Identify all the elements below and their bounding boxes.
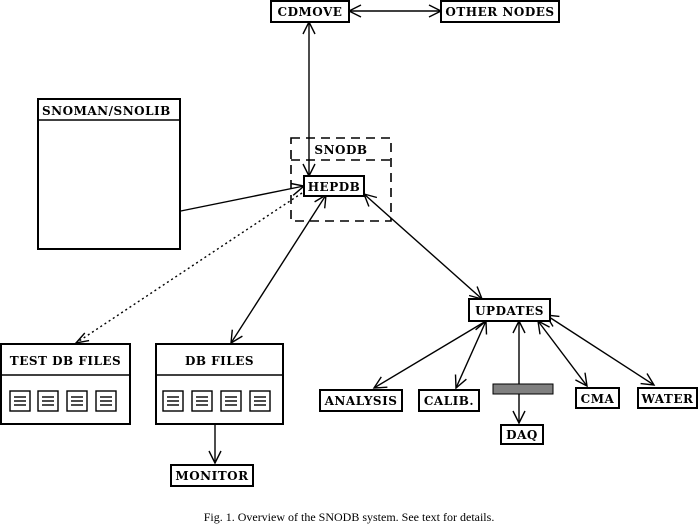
- node-hepdb: HEPDB: [303, 175, 365, 197]
- node-db-files: DB FILES: [155, 343, 284, 425]
- node-cdmove-label: CDMOVE: [278, 5, 343, 19]
- edge-updates-daq: [512, 319, 526, 425]
- node-db-files-label: DB FILES: [185, 354, 254, 368]
- edge-updates-calib: [454, 319, 488, 390]
- node-test-db-files-label: TEST DB FILES: [10, 354, 121, 368]
- edge-updates-water: [544, 314, 656, 386]
- node-cma-label: CMA: [581, 392, 615, 406]
- node-other-nodes-label: OTHER NODES: [445, 5, 554, 19]
- edge-updates-cma: [537, 319, 588, 388]
- node-analysis-label: ANALYSIS: [324, 394, 398, 408]
- node-daq-label: DAQ: [506, 428, 538, 442]
- file-icons: [9, 390, 117, 412]
- edge-cdmove-hepdb: [302, 20, 316, 178]
- node-snodb: SNODB: [290, 137, 392, 222]
- node-cma: CMA: [575, 387, 620, 409]
- file-icon: [162, 390, 184, 412]
- file-icon: [9, 390, 31, 412]
- edge-cdmove-othernodes: [347, 4, 443, 18]
- node-calib: CALIB.: [418, 389, 480, 412]
- node-other-nodes: OTHER NODES: [440, 0, 560, 23]
- node-updates-label: UPDATES: [475, 304, 544, 318]
- figure-caption: Fig. 1. Overview of the SNODB system. Se…: [204, 510, 495, 524]
- edge-hepdb-updates: [362, 192, 484, 301]
- file-icon: [95, 390, 117, 412]
- node-water-label: WATER: [641, 392, 694, 406]
- file-icon: [249, 390, 271, 412]
- node-cdmove: CDMOVE: [270, 0, 350, 23]
- edge-hepdb-snoman: [164, 182, 306, 218]
- node-snodb-label: SNODB: [314, 143, 367, 157]
- file-icon: [37, 390, 59, 412]
- edge-hepdb-dbfiles: [230, 193, 327, 345]
- edge-updates-analysis: [372, 320, 487, 389]
- node-monitor-label: MONITOR: [175, 469, 249, 483]
- file-icon: [191, 390, 213, 412]
- edge-dbfiles-monitor: [208, 424, 222, 465]
- node-updates: UPDATES: [468, 298, 551, 322]
- node-calib-label: CALIB.: [424, 394, 474, 408]
- node-monitor: MONITOR: [170, 464, 254, 487]
- node-test-db-files: TEST DB FILES: [0, 343, 131, 425]
- node-analysis: ANALYSIS: [319, 389, 403, 412]
- node-snoman-label: SNOMAN/SNOLIB: [42, 104, 171, 118]
- daq-bar: [492, 383, 554, 395]
- node-hepdb-label: HEPDB: [308, 180, 361, 194]
- file-icons: [162, 390, 271, 412]
- node-daq: DAQ: [500, 424, 544, 445]
- file-icon: [220, 390, 242, 412]
- node-snoman-snolib: SNOMAN/SNOLIB: [37, 98, 181, 250]
- file-icon: [66, 390, 88, 412]
- node-water: WATER: [637, 387, 698, 409]
